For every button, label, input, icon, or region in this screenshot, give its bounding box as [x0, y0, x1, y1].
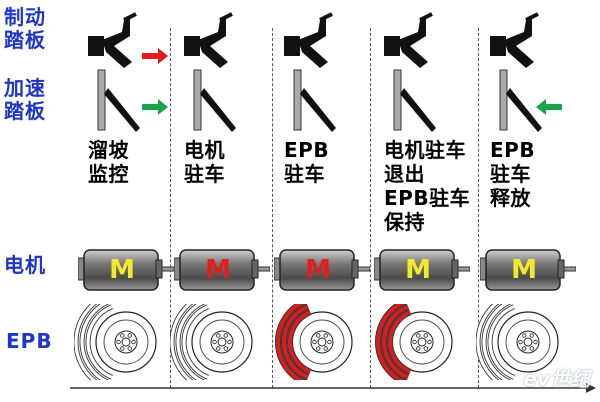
epb-brake-disc-icon [74, 304, 157, 380]
watermark-logo: ev世纪 [523, 367, 590, 391]
epb-brake-disc-icon [375, 304, 453, 380]
brake-pedal-icon [490, 12, 539, 68]
column-divider [170, 28, 171, 388]
motor-icon: M [479, 246, 577, 294]
accel-pedal-icon [393, 69, 436, 132]
motor-icon: M [273, 246, 371, 294]
column-divider [370, 28, 371, 388]
column-divider [478, 28, 479, 388]
epb-row-label: EPB [6, 329, 53, 353]
accel-pedal-icon [499, 69, 542, 132]
red-arrow-right-icon [142, 48, 168, 64]
epb-brake-disc-icon [170, 304, 253, 380]
motor-letter: M [511, 255, 537, 285]
motor-letter: M [305, 255, 331, 285]
accel-pedal-row-label: 加速 踏板 [4, 76, 46, 123]
epb-brake-disc-icon [476, 304, 559, 380]
brake-pedal-row-label: 制动 踏板 [4, 5, 46, 52]
accel-pedal-icon [193, 69, 236, 132]
stage-label: 溜坡 监控 [88, 138, 129, 186]
stage-label: 电机 驻车 [184, 138, 225, 186]
brake-pedal-icon [284, 12, 333, 68]
brake-pedal-icon [384, 12, 433, 68]
accel-pedal-icon [97, 69, 140, 132]
stage-label: 电机驻车 退出 EPB驻车 保持 [384, 138, 471, 234]
epb-brake-disc-icon [275, 304, 353, 380]
motor-letter: M [405, 255, 431, 285]
brake-pedal-icon [184, 12, 233, 68]
stage-label: EPB 驻车 [284, 138, 330, 186]
green-arrow-right-icon [142, 99, 168, 115]
motor-icon: M [173, 246, 271, 294]
motor-row-label: 电机 [4, 253, 46, 277]
brake-pedal-icon [88, 12, 137, 68]
motor-letter: M [205, 255, 231, 285]
motor-letter: M [109, 255, 135, 285]
column-divider [272, 28, 273, 388]
motor-icon: M [77, 246, 175, 294]
green-arrow-left-icon [536, 99, 562, 115]
stage-label: EPB 驻车 释放 [490, 138, 536, 210]
motor-icon: M [373, 246, 471, 294]
timeline-arrow [70, 383, 596, 393]
accel-pedal-icon [293, 69, 336, 132]
